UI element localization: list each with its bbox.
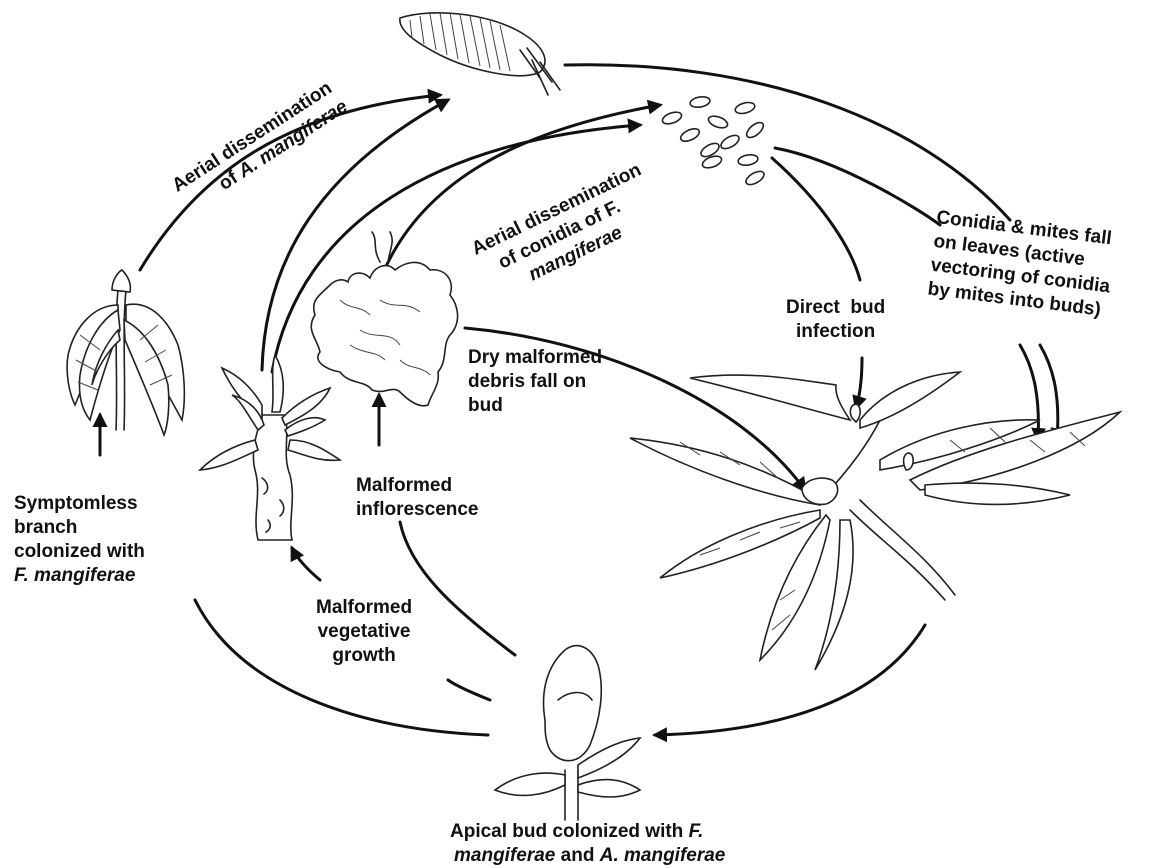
label-direct-bud: Direct bud infection xyxy=(786,296,885,344)
apical-bud-drawing xyxy=(495,646,640,820)
label-symptomless-line3: colonized with xyxy=(14,540,145,564)
label-dry-debris-line2: debris fall on xyxy=(468,370,602,394)
label-symptomless-line2: branch xyxy=(14,516,145,540)
mango-branch-drawing xyxy=(630,372,1120,670)
label-apical-bud: Apical bud colonized with F. mangiferae … xyxy=(450,820,725,868)
arrow-apical-to-veg-a xyxy=(448,680,490,700)
malformed-vegetative-shoot-drawing xyxy=(200,355,340,540)
malformed-inflorescence-drawing xyxy=(311,232,457,406)
label-dry-debris-line3: bud xyxy=(468,394,602,418)
conidia-spores xyxy=(661,95,766,187)
label-symptomless-line1: Symptomless xyxy=(14,492,145,516)
arrow-direct-bud-head xyxy=(856,358,862,408)
label-vegetative-line1: Malformed xyxy=(316,596,412,620)
label-apical-line2-a: mangiferae xyxy=(454,845,555,866)
label-direct-bud-line1: Direct bud xyxy=(786,296,885,320)
label-apical-line2-b: A. mangiferae xyxy=(600,845,726,866)
label-dry-debris-line1: Dry malformed xyxy=(468,346,602,370)
label-apical-line2-mid: and xyxy=(555,845,599,866)
label-symptomless: Symptomless branch colonized with F. man… xyxy=(14,492,145,588)
label-symptomless-line4: F. mangiferae xyxy=(14,565,135,586)
label-dry-debris: Dry malformed debris fall on bud xyxy=(468,346,602,418)
symptomless-branch-drawing xyxy=(67,270,184,435)
arrow-veg-up xyxy=(292,548,320,580)
label-inflorescence-line1: Malformed xyxy=(356,474,479,498)
label-malformed-vegetative: Malformed vegetative growth xyxy=(316,596,412,668)
label-malformed-inflorescence: Malformed inflorescence xyxy=(356,474,479,522)
arrow-plant-to-apical xyxy=(655,625,925,735)
arrow-apical-to-inflorescence xyxy=(400,522,515,655)
label-apical-line1-prefix: Apical bud colonized with xyxy=(450,821,689,842)
arrow-fall-2 xyxy=(1040,345,1058,440)
label-vegetative-line2: vegetative xyxy=(316,620,412,644)
mite-drawing xyxy=(400,13,560,95)
label-vegetative-line3: growth xyxy=(316,644,412,668)
label-apical-line1-italic: F. xyxy=(689,821,704,842)
label-inflorescence-line2: inflorescence xyxy=(356,498,479,522)
label-direct-bud-line2: infection xyxy=(786,320,885,344)
arrow-direct-bud xyxy=(772,158,860,280)
